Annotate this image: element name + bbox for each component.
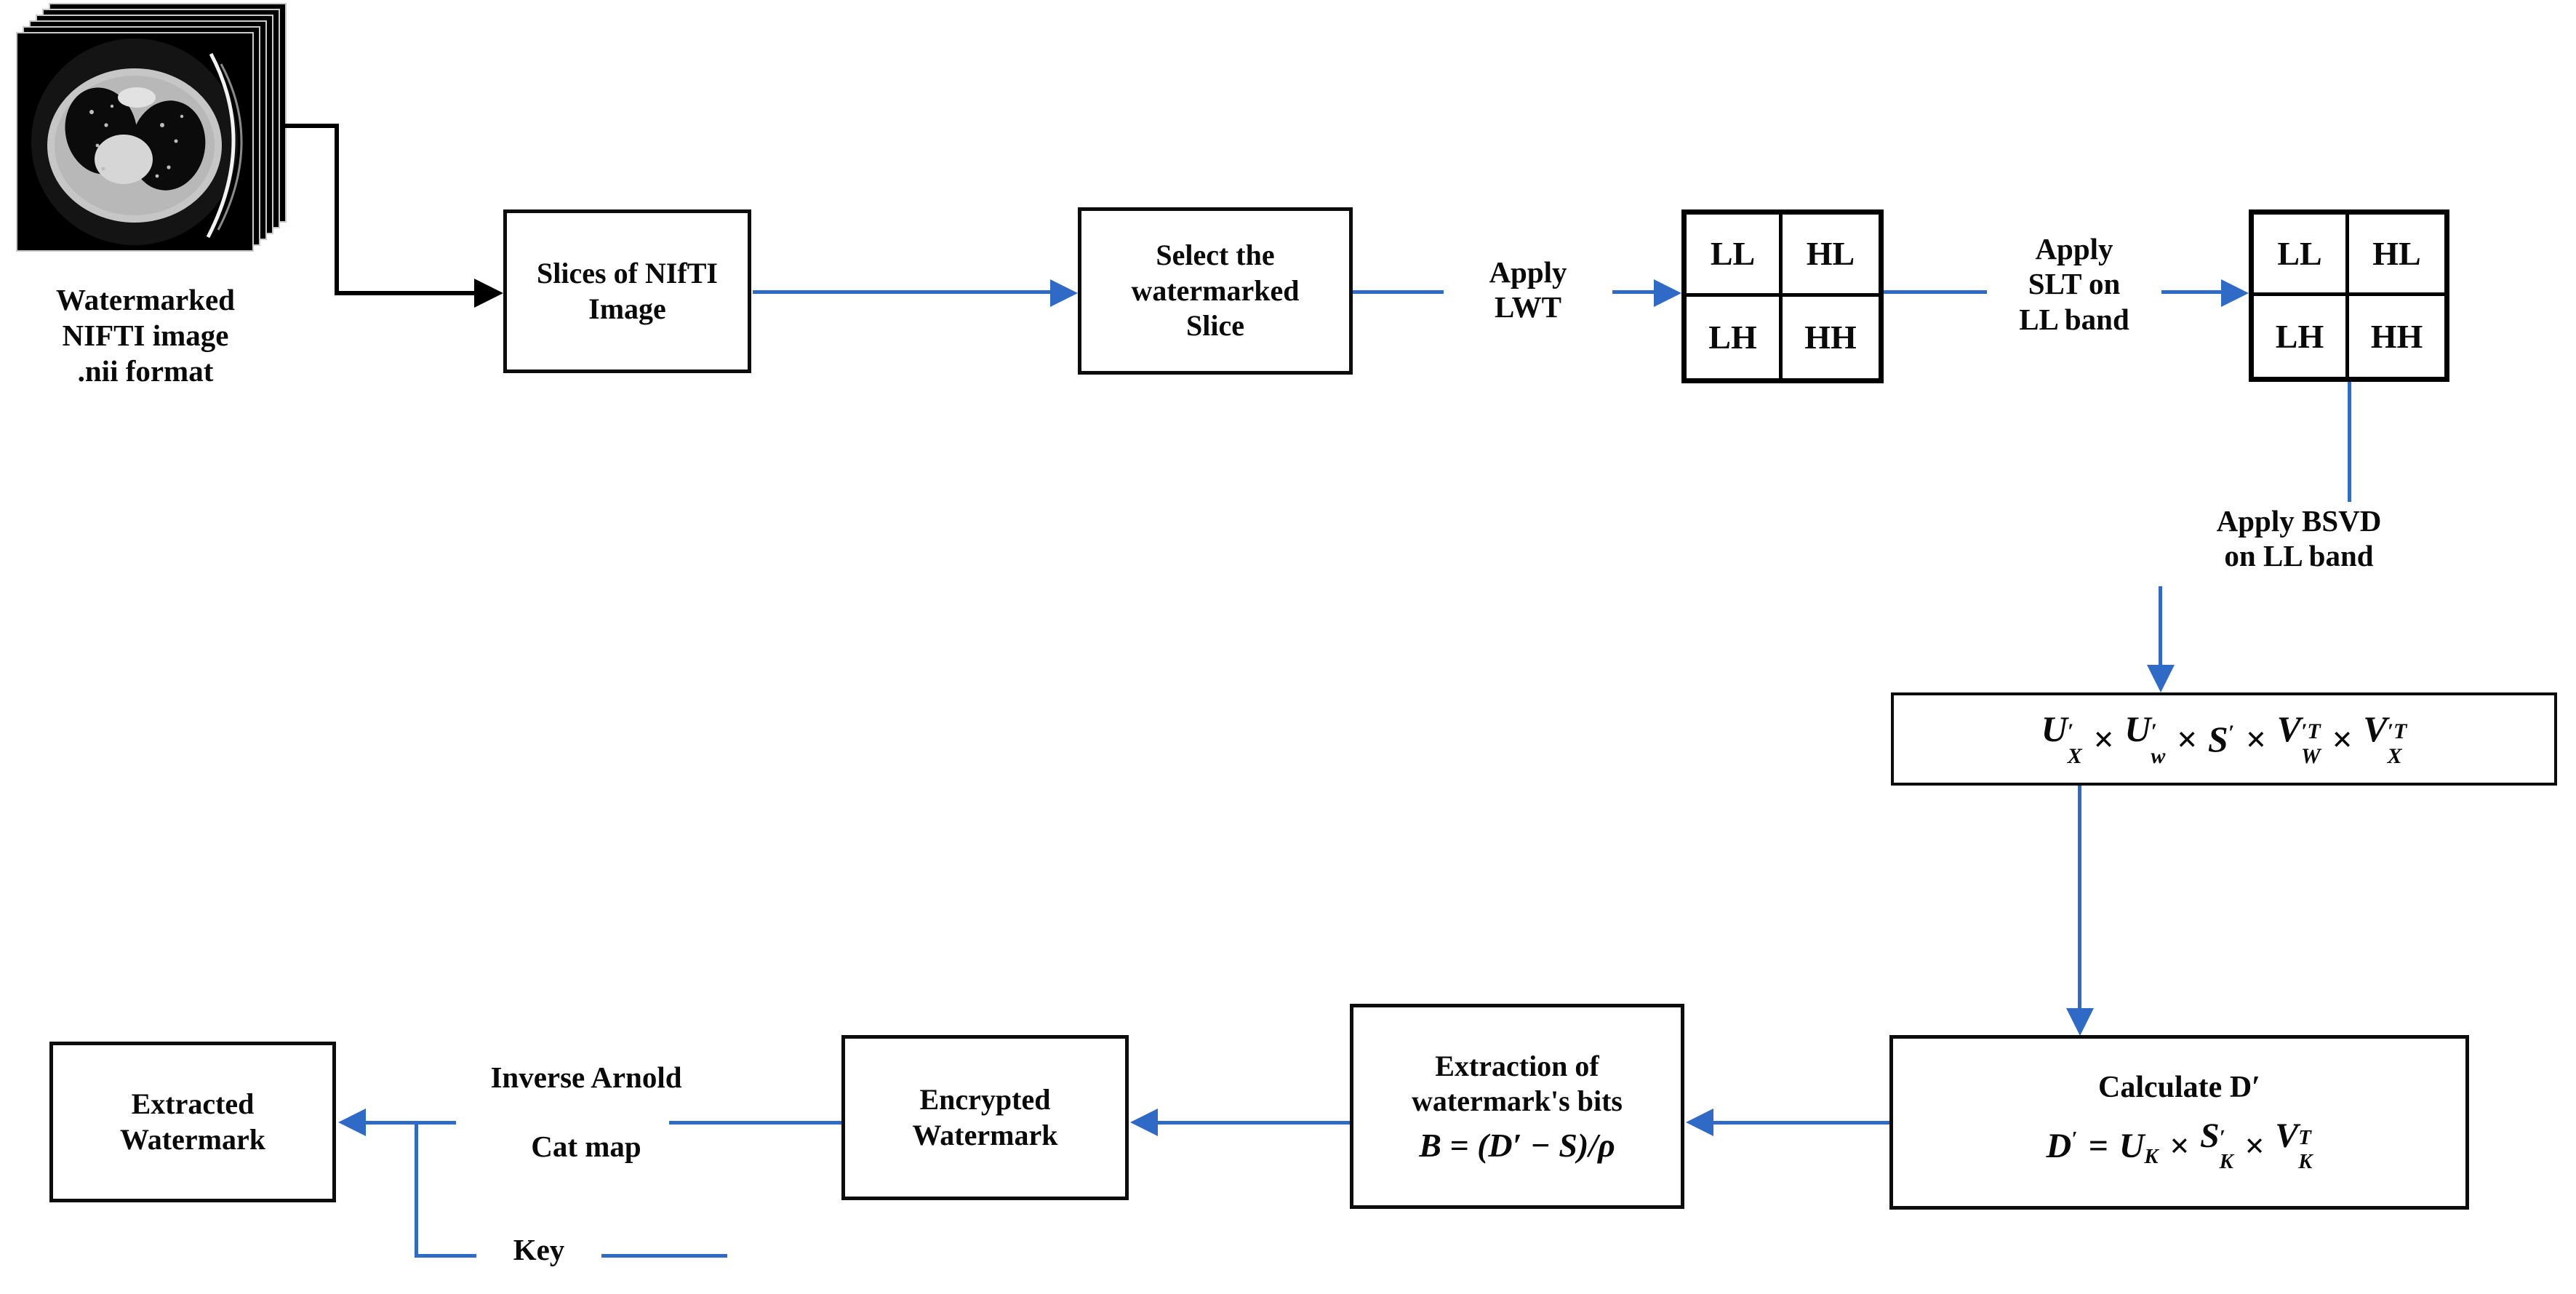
connector-stack-elbow-down (335, 124, 339, 295)
select-slice-box: Select the watermarked Slice (1078, 207, 1353, 375)
caption-line: NIFTI image (62, 319, 229, 353)
box-label-line: Watermark (120, 1122, 265, 1156)
box-label-line: Slices of NIfTI (537, 256, 718, 289)
inverse-arnold-label: Inverse Arnold (436, 1058, 736, 1096)
cat-map-label: Cat map (436, 1127, 736, 1165)
lwt-subband-grid: LL HL LH HH (1681, 209, 1884, 383)
subband-cell-lh: LH (1687, 296, 1783, 378)
arrowhead-into-slices (474, 279, 503, 308)
arrowhead-into-extraction (1686, 1109, 1713, 1136)
box-label-line: Slice (1186, 309, 1244, 343)
box-label-line: Extracted (131, 1087, 255, 1120)
connector-slt-grid-down (2348, 382, 2351, 507)
extraction-formula: B = (D′ − S)/ρ (1419, 1126, 1615, 1164)
apply-lwt-label: Apply LWT (1444, 253, 1612, 327)
slt-subband-grid: LL HL LH HH (2249, 209, 2449, 382)
arrowhead-into-extracted (338, 1109, 366, 1136)
caption-line: Watermarked (56, 283, 235, 316)
key-label: Key (476, 1231, 601, 1269)
subband-cell-ll: LL (1687, 215, 1783, 297)
extracted-watermark-box: Extracted Watermark (49, 1042, 336, 1202)
arrowhead-into-select (1050, 279, 1078, 307)
apply-lwt-line: Apply (1489, 255, 1567, 289)
arrowhead-into-slt-grid (2221, 279, 2249, 307)
arrowhead-into-formula-box (2147, 665, 2175, 692)
connector-arnold-to-extracted (363, 1121, 456, 1125)
subband-cell-hl: HL (2349, 215, 2444, 296)
box-label-line: Select the (1156, 238, 1275, 271)
inverse-arnold-line: Inverse Arnold (490, 1061, 682, 1094)
calculate-d-title: Calculate D′ (2098, 1071, 2260, 1104)
apply-lwt-line: LWT (1495, 290, 1561, 324)
subband-cell-lh: LH (2254, 295, 2349, 377)
arrowhead-into-encrypted (1130, 1109, 1158, 1136)
extraction-bits-box: Extraction of watermark's bits B = (D′ −… (1350, 1004, 1684, 1209)
encrypted-watermark-box: Encrypted Watermark (841, 1035, 1129, 1200)
arrowhead-into-calculate (2066, 1008, 2094, 1036)
apply-slt-line: Apply (2035, 232, 2113, 265)
subband-cell-hh: HH (1804, 319, 1857, 356)
source-caption: Watermarked NIFTI image .nii format (7, 282, 284, 390)
ct-axial-lung-slice (31, 39, 243, 245)
ct-slice-stack-image (16, 3, 287, 252)
arrow-extraction-to-encrypted (1155, 1121, 1350, 1125)
connector-key-branch-down (415, 1122, 418, 1258)
subband-cell-ll: LL (2254, 215, 2349, 296)
connector-formula-to-calculate (2078, 786, 2081, 1010)
apply-slt-label: Apply SLT on LL band (1987, 230, 2161, 339)
key-text: Key (513, 1233, 565, 1266)
apply-bsvd-line: on LL band (2224, 539, 2374, 573)
apply-slt-line: LL band (2019, 302, 2129, 336)
cat-map-line: Cat map (531, 1130, 641, 1163)
connector-encrypted-to-arnold (669, 1121, 841, 1125)
arrow-slices-to-select (753, 290, 1052, 294)
apply-bsvd-label: Apply BSVD on LL band (2149, 502, 2449, 575)
arrow-calculate-to-extraction (1711, 1121, 1889, 1125)
apply-slt-line: SLT on (2028, 267, 2121, 301)
arrowhead-into-lwt-grid (1654, 279, 1681, 307)
box-label-line: Image (588, 292, 666, 325)
connector-stack-elbow-top (284, 124, 339, 128)
connector-stack-to-slices (335, 291, 477, 295)
apply-bsvd-line: Apply BSVD (2216, 504, 2382, 538)
subband-cell-hl: HL (1783, 215, 1879, 297)
box-label-line: Encrypted (919, 1082, 1051, 1116)
box-label-line: watermark's bits (1412, 1084, 1623, 1117)
subband-cell-hh: HH (2370, 317, 2423, 355)
slices-of-nifti-box: Slices of NIfTI Image (503, 209, 751, 373)
arrow-bsvd-to-formula-box (2159, 586, 2162, 666)
box-label-line: Watermark (912, 1118, 1058, 1151)
box-label-line: Extraction of (1435, 1049, 1599, 1082)
caption-line: .nii format (77, 354, 214, 388)
box-label-line: watermarked (1131, 273, 1300, 307)
